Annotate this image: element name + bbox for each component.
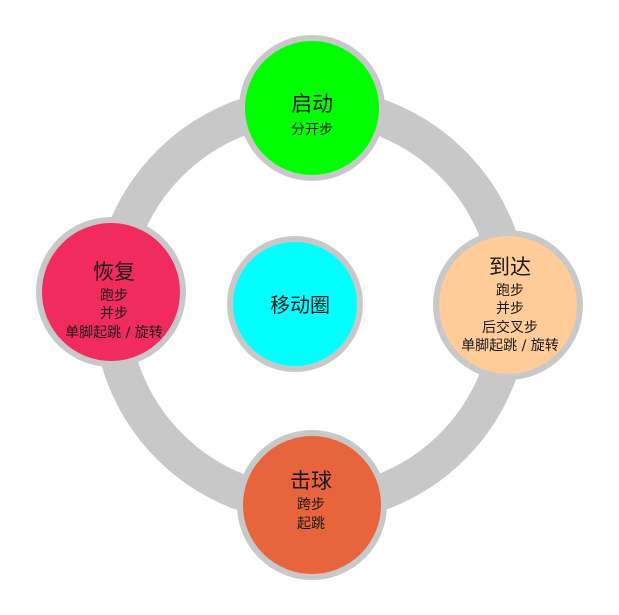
node-start: 启动 分开步: [239, 35, 385, 181]
node-recover: 恢复 跑步 并步 单脚起跳 / 旋转: [36, 217, 186, 367]
node-hit-circle: [237, 430, 387, 580]
node-start-item: 分开步: [291, 122, 333, 138]
node-arrive-item: 后交叉步: [482, 319, 538, 336]
node-arrive: 到达 跑步 并步 后交叉步 单脚起跳 / 旋转: [433, 230, 583, 380]
node-start-title: 启动: [291, 92, 333, 116]
node-recover-item: 跑步: [100, 288, 128, 304]
node-arrive-item: 单脚起跳 / 旋转: [461, 338, 559, 354]
node-recover-title: 恢复: [93, 260, 135, 284]
node-recover-item: 单脚起跳 / 旋转: [65, 325, 163, 341]
center-node: 移动圈: [227, 236, 363, 372]
node-start-circle: [239, 35, 385, 181]
node-recover-item: 并步: [100, 306, 128, 322]
node-hit-item: 跨步: [297, 497, 325, 513]
node-arrive-circle: [433, 230, 583, 380]
center-circle: [227, 236, 363, 372]
node-arrive-item: 并步: [496, 301, 524, 317]
node-recover-circle: [36, 217, 186, 367]
node-hit-title: 击球: [290, 469, 332, 493]
node-arrive-title: 到达: [489, 255, 531, 279]
node-arrive-item: 跑步: [496, 283, 524, 299]
node-hit-item: 起跳: [297, 516, 325, 532]
center-label: 移动圈: [270, 293, 330, 317]
node-hit: 击球 跨步 起跳: [237, 430, 387, 580]
